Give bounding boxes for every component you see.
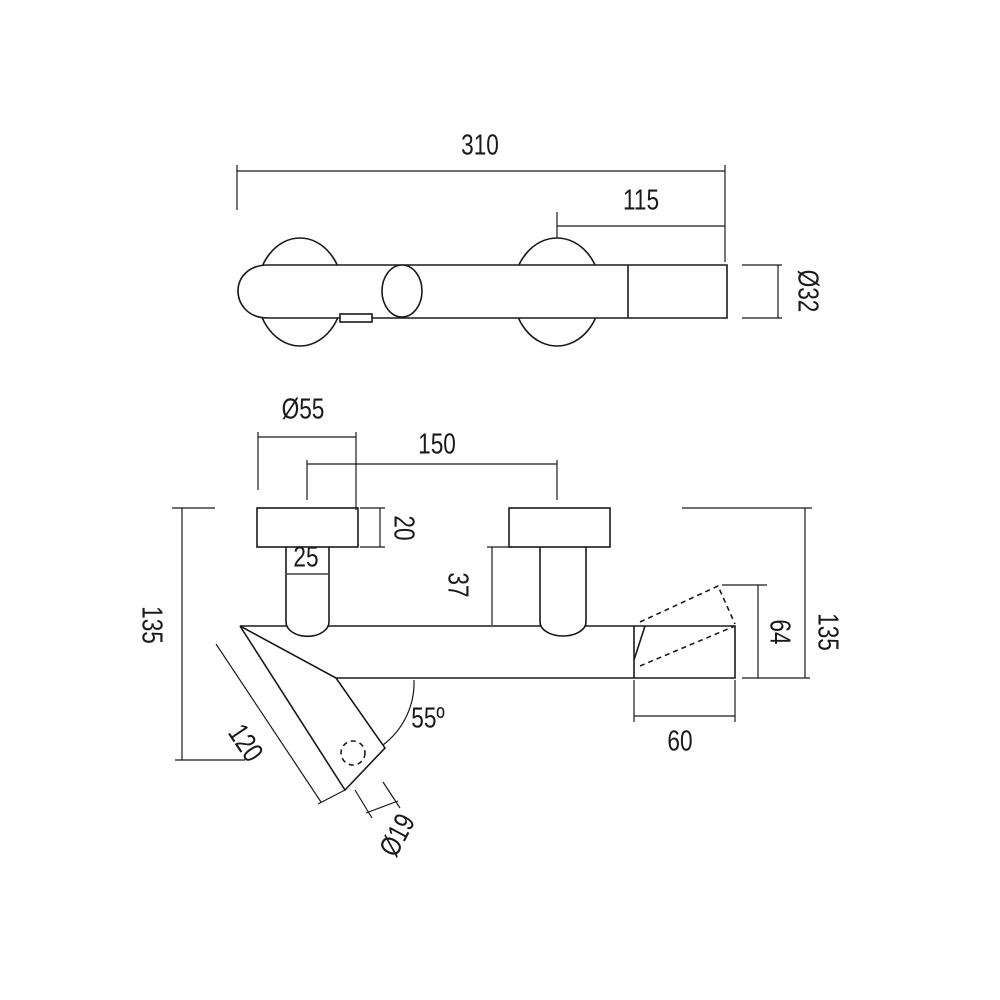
outlet-hidden	[340, 740, 366, 766]
dim-label-25: 25	[293, 540, 318, 573]
dim-label-d55: Ø55	[282, 392, 325, 425]
front-view: Ø55 150 20 25 37 135 135 64	[136, 392, 845, 862]
top-view: 310 115 Ø32	[236, 128, 825, 347]
angle-label-55: 55º	[411, 701, 445, 734]
angle-arc-55	[382, 679, 415, 746]
diverter-knob	[381, 264, 423, 318]
dim-label-150: 150	[418, 427, 456, 460]
dim-label-37: 37	[442, 572, 475, 597]
spout	[239, 625, 387, 792]
dim-label-310: 310	[461, 128, 499, 161]
dim-label-135-left: 135	[136, 606, 169, 644]
dim-line-d19	[365, 800, 399, 814]
dim-label-d32: Ø32	[792, 270, 825, 313]
dim-label-d19: Ø19	[372, 808, 422, 861]
dim-label-135-right: 135	[812, 613, 845, 651]
dim-label-60: 60	[667, 724, 692, 757]
dim-label-115: 115	[623, 183, 659, 216]
body-top	[237, 264, 728, 319]
right-stem	[539, 547, 587, 637]
dim-label-64: 64	[764, 619, 797, 644]
body-front	[240, 625, 736, 679]
right-flange	[508, 507, 611, 548]
handle-rotated-hidden	[639, 584, 736, 667]
left-flange	[256, 507, 359, 548]
left-stem	[285, 547, 330, 638]
dim-line-120	[215, 643, 322, 803]
dim-label-20: 20	[388, 515, 421, 540]
spout-tab	[339, 313, 373, 323]
